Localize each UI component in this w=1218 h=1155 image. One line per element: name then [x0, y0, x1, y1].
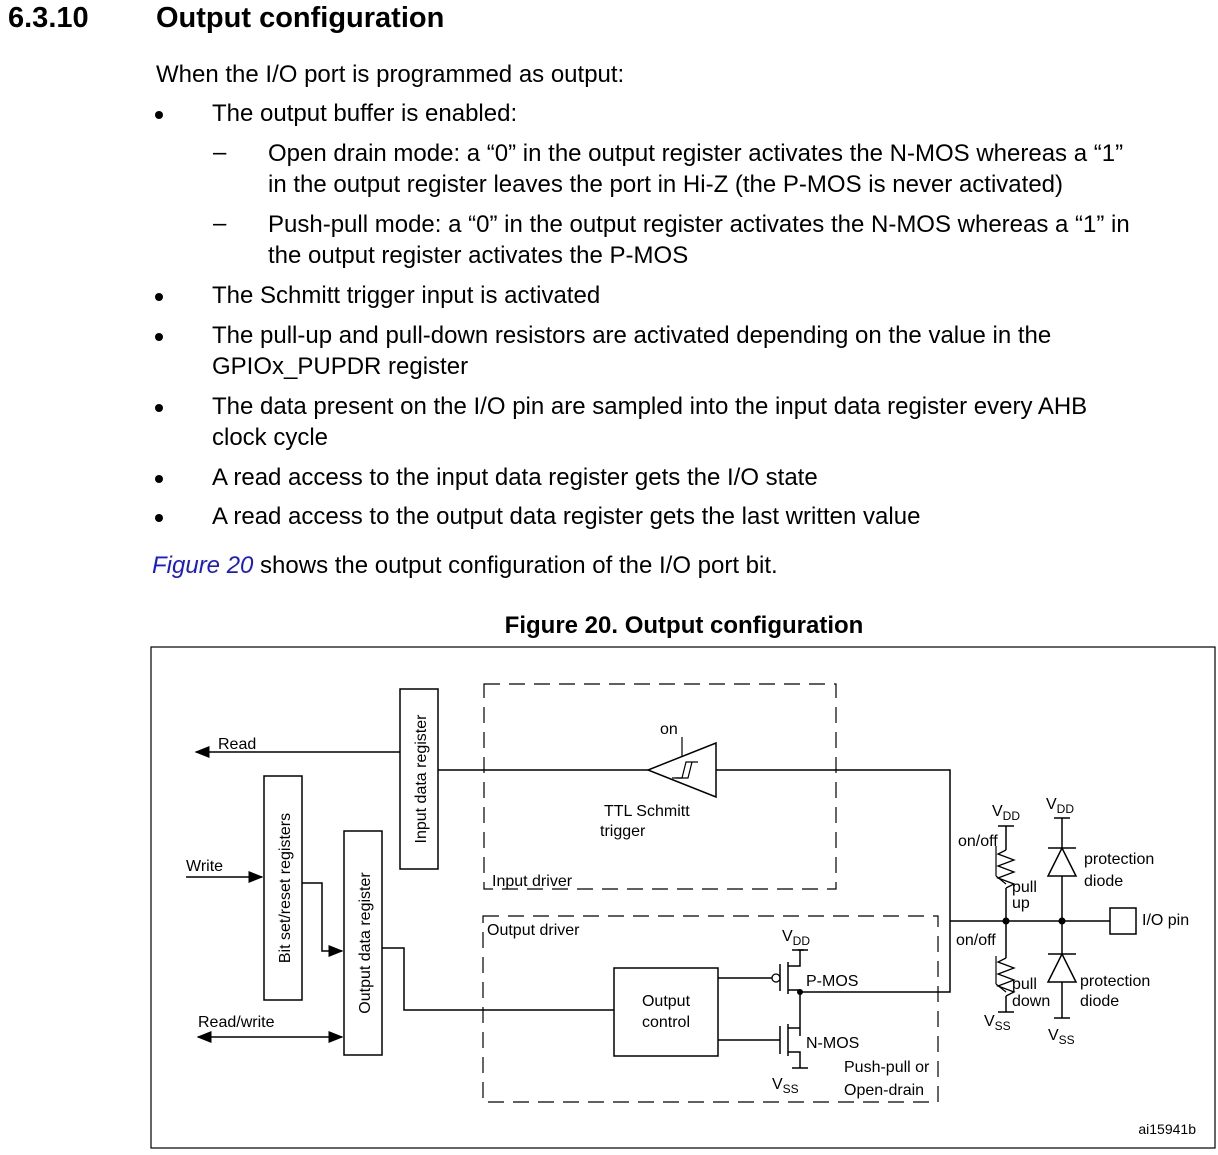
output-data-register-label: Output data register	[357, 872, 374, 1014]
bullet-icon	[155, 514, 163, 522]
input-driver-box	[483, 683, 837, 890]
output-driver-box	[482, 915, 939, 1103]
pmos-label: P-MOS	[806, 973, 858, 990]
io-pin-label: I/O pin	[1142, 912, 1189, 929]
diode-label-top: diode	[1084, 873, 1123, 890]
intro-text: When the I/O port is programmed as outpu…	[156, 61, 625, 88]
push-pull-label-2: Open-drain	[844, 1082, 924, 1099]
on-off-label-down: on/off	[956, 932, 996, 949]
figure-caption: Figure 20. Output configuration	[504, 612, 864, 639]
pulldown-resistor-icon	[996, 957, 1016, 997]
input-data-register-label: Input data register	[413, 714, 430, 844]
output-data-register-box	[343, 830, 383, 1056]
down-label: down	[1012, 993, 1050, 1010]
sub-open-drain-line2: in the output register leaves the port i…	[268, 171, 1064, 198]
pull-label-down: pull	[1012, 976, 1037, 993]
output-control-box	[613, 967, 719, 1057]
read-label: Read	[218, 736, 256, 753]
vss-label-mos: VSS	[772, 1076, 799, 1096]
bit-set-reset-box	[263, 775, 303, 1001]
bit-set-reset-label: Bit set/reset registers	[277, 813, 294, 963]
bullet-sampled-line2: clock cycle	[212, 424, 329, 451]
dash-icon: –	[213, 139, 227, 166]
bullet-schmitt: The Schmitt trigger input is activated	[212, 282, 601, 309]
ttl-schmitt-label-2: trigger	[600, 823, 646, 840]
nmos-source-icon	[788, 1051, 801, 1068]
pullup-resistor-icon	[996, 849, 1016, 889]
write-label: Write	[186, 858, 223, 875]
section-title: Output configuration	[156, 2, 445, 34]
push-pull-label-1: Push-pull or	[844, 1059, 930, 1076]
vdd-label-diode: VDD	[1046, 796, 1074, 816]
bullet-read-input: A read access to the input data register…	[212, 464, 818, 491]
figure-reference: Figure 20 shows the output configuration…	[152, 550, 778, 581]
pmos-bubble-icon	[771, 973, 781, 983]
bullet-icon	[155, 333, 163, 341]
bullet-icon	[155, 111, 163, 119]
mos-to-pin-line	[800, 921, 951, 993]
ttl-schmitt-label-1: TTL Schmitt	[604, 803, 690, 820]
dash-icon: –	[213, 210, 227, 237]
figure-20-link[interactable]: Figure 20	[152, 552, 254, 579]
protection-diode-bottom-icon	[1046, 952, 1078, 983]
protection-label-bottom: protection	[1080, 973, 1150, 990]
pullup-switch-icon	[995, 875, 1007, 885]
pull-label-up: pull	[1012, 879, 1037, 896]
nmos-label: N-MOS	[806, 1035, 859, 1052]
sub-push-pull-line2: the output register activates the P-MOS	[268, 242, 689, 269]
bullet-pullup-line1: The pull-up and pull-down resistors are …	[212, 322, 1052, 349]
up-label: up	[1012, 895, 1030, 912]
bullet-output-buffer: The output buffer is enabled:	[212, 100, 518, 127]
odr-to-control-line	[382, 947, 614, 1011]
bullet-read-output: A read access to the output data registe…	[212, 503, 921, 530]
output-configuration-diagram: Input data register Bit set/reset regist…	[150, 646, 1216, 1149]
protection-diode-top-icon	[1046, 846, 1078, 877]
on-off-label-up: on/off	[958, 833, 998, 850]
io-pin-box	[1109, 907, 1137, 935]
bullet-icon	[155, 293, 163, 301]
diode-label-bottom: diode	[1080, 993, 1119, 1010]
section-number: 6.3.10	[8, 2, 89, 34]
bullet-pullup-line2: GPIOx_PUPDR register	[212, 353, 469, 380]
figure-reference-text: shows the output configuration of the I/…	[253, 552, 778, 579]
figure-frame	[150, 646, 1216, 1149]
bullet-icon	[155, 404, 163, 412]
pmos-drain-line	[788, 989, 801, 1036]
sub-open-drain-line1: Open drain mode: a “0” in the output reg…	[268, 140, 1124, 167]
vss-label-pulldown: VSS	[984, 1013, 1011, 1033]
bullet-icon	[155, 475, 163, 483]
vss-label-diode: VSS	[1048, 1027, 1075, 1047]
input-driver-label: Input driver	[492, 873, 573, 890]
input-data-register-box	[399, 688, 439, 870]
output-driver-label: Output driver	[487, 922, 580, 939]
sub-push-pull-line1: Push-pull mode: a “0” in the output regi…	[268, 211, 1130, 238]
figure-id-code: ai15941b	[1138, 1121, 1196, 1137]
section-heading: 6.3.10 Output configuration	[8, 2, 1208, 42]
pmos-source-icon	[788, 949, 804, 967]
pulldown-switch-icon	[995, 983, 1007, 993]
vdd-label-pullup: VDD	[992, 803, 1020, 823]
output-control-label-2: control	[642, 1014, 690, 1031]
hysteresis-icon	[676, 761, 693, 779]
output-control-label-1: Output	[642, 993, 691, 1010]
bullet-sampled-line1: The data present on the I/O pin are samp…	[212, 393, 1088, 420]
read-write-label: Read/write	[198, 1014, 275, 1031]
on-label: on	[660, 721, 678, 738]
protection-label-top: protection	[1084, 851, 1154, 868]
vdd-label-mos: VDD	[782, 928, 810, 948]
schmitt-to-pin-line	[716, 769, 951, 921]
set-reset-to-odr-line	[302, 882, 344, 957]
